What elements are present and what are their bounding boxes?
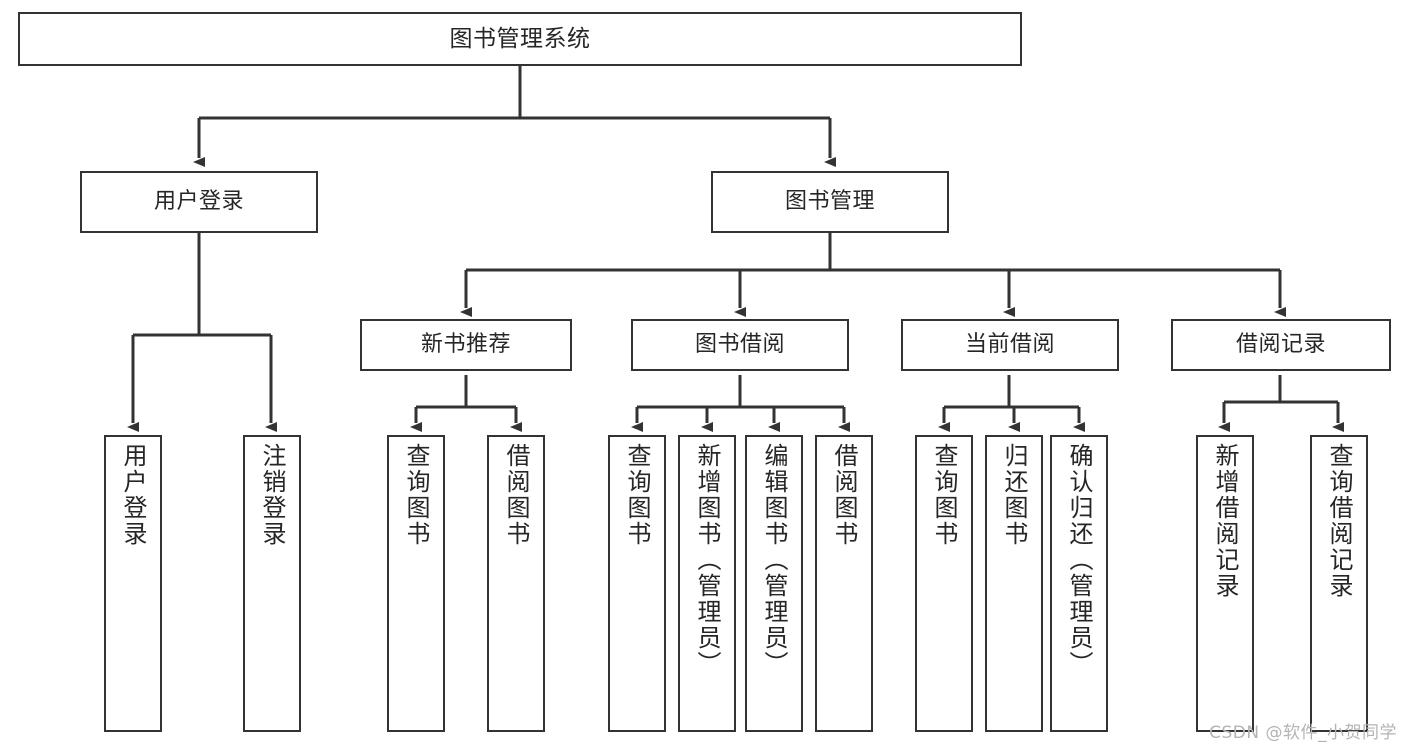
node-leaf-book-borrow-edit[interactable]: 编辑图书（管理员） [745, 435, 803, 732]
node-new-book-recommend[interactable]: 新书推荐 [360, 319, 572, 371]
node-label-leaf-current-borrow-return: 归还图书 [1000, 443, 1028, 547]
node-leaf-borrow-record-query[interactable]: 查询借阅记录 [1310, 435, 1368, 732]
node-label-leaf-borrow-record-add: 新增借阅记录 [1211, 443, 1239, 599]
node-book-management[interactable]: 图书管理 [711, 171, 949, 233]
node-leaf-borrow-record-add[interactable]: 新增借阅记录 [1196, 435, 1254, 732]
node-label-user-login: 用户登录 [153, 189, 244, 215]
node-label-leaf-user-login-logout: 注销登录 [258, 443, 286, 547]
node-label-leaf-current-borrow-query: 查询图书 [930, 443, 958, 547]
node-leaf-user-login-logout[interactable]: 注销登录 [243, 435, 301, 732]
node-label-root: 图书管理系统 [449, 25, 591, 52]
node-user-login[interactable]: 用户登录 [80, 171, 318, 233]
node-label-leaf-book-borrow-query: 查询图书 [623, 443, 651, 547]
edge-group-book-manage [460, 233, 1286, 317]
node-leaf-user-login-login[interactable]: 用户登录 [104, 435, 162, 732]
node-leaf-current-borrow-query[interactable]: 查询图书 [915, 435, 973, 732]
node-leaf-current-borrow-confirm[interactable]: 确认归还（管理员） [1050, 435, 1108, 732]
node-label-leaf-borrow-record-query: 查询借阅记录 [1325, 443, 1353, 599]
node-label-leaf-new-book-borrow: 借阅图书 [502, 443, 530, 547]
edge-group-current-borrow [938, 375, 1085, 432]
node-book-borrow[interactable]: 图书借阅 [631, 319, 849, 371]
node-leaf-book-borrow-query[interactable]: 查询图书 [608, 435, 666, 732]
node-leaf-current-borrow-return[interactable]: 归还图书 [985, 435, 1043, 732]
node-leaf-book-borrow-borrow[interactable]: 借阅图书 [815, 435, 873, 732]
edge-group-user-login [127, 233, 277, 432]
node-label-leaf-book-borrow-add: 新增图书（管理员） [693, 443, 721, 677]
node-label-borrow-record: 借阅记录 [1235, 332, 1326, 358]
edge-group-borrow-record [1218, 375, 1344, 432]
node-borrow-record[interactable]: 借阅记录 [1171, 319, 1391, 371]
node-label-leaf-new-book-query: 查询图书 [402, 443, 430, 547]
node-root-system[interactable]: 图书管理系统 [18, 12, 1022, 66]
node-label-new-book-recommend: 新书推荐 [420, 332, 511, 358]
node-label-book-management: 图书管理 [784, 189, 875, 215]
node-label-book-borrow: 图书借阅 [694, 332, 785, 358]
node-label-leaf-user-login-login: 用户登录 [119, 443, 147, 547]
edge-group-new-book [410, 375, 522, 432]
node-current-borrow[interactable]: 当前借阅 [901, 319, 1119, 371]
node-leaf-new-book-borrow[interactable]: 借阅图书 [487, 435, 545, 732]
edge-group-book-borrow [631, 375, 850, 432]
node-label-leaf-book-borrow-borrow: 借阅图书 [830, 443, 858, 547]
node-label-current-borrow: 当前借阅 [964, 332, 1055, 358]
node-leaf-new-book-query[interactable]: 查询图书 [387, 435, 445, 732]
node-leaf-book-borrow-add[interactable]: 新增图书（管理员） [678, 435, 736, 732]
node-label-leaf-current-borrow-confirm: 确认归还（管理员） [1065, 443, 1093, 677]
csdn-watermark: CSDN @软件_小贺同学 [1209, 723, 1397, 743]
node-label-leaf-book-borrow-edit: 编辑图书（管理员） [760, 443, 788, 677]
edge-group-root [193, 66, 836, 167]
